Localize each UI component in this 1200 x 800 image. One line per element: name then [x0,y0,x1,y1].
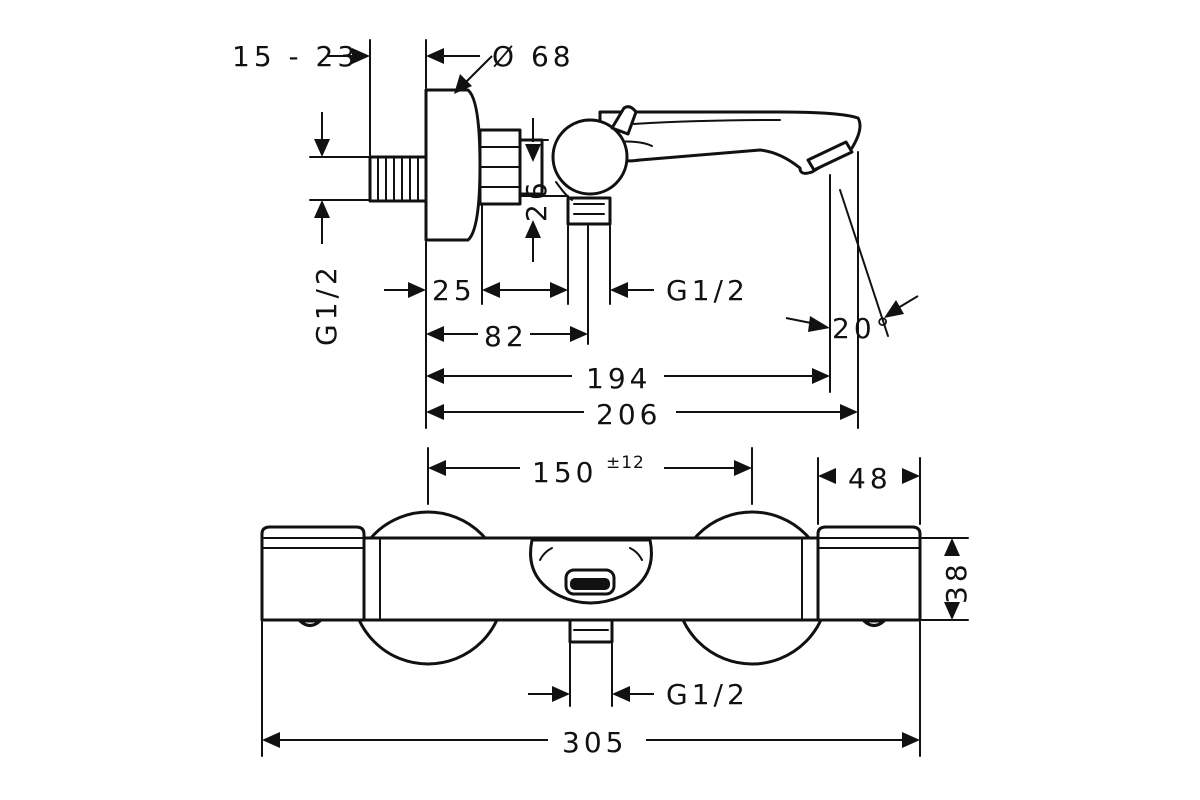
dim-26-label: 26 [520,178,553,222]
dim-38-label: 38 [940,560,973,604]
dim-outlet-thread-bottom-label: G1/2 [666,678,749,711]
dim-inlet-thread: G1/2 [310,112,343,346]
dim-82: 82 [426,320,588,353]
dim-15-23-label: 15 - 23 [232,40,359,73]
spout [598,110,862,175]
dim-48: 48 [818,462,920,495]
dim-outlet-thread-top-label: G1/2 [666,274,749,307]
dim-206: 206 [426,398,858,431]
dim-82-label: 82 [484,320,528,353]
front-view [260,447,969,757]
thermostat-knob [551,118,629,196]
wall-rosette [424,88,482,242]
dim-25: 25 [384,274,568,307]
dim-outlet-thread-top: G1/2 [610,274,749,307]
side-view [309,39,889,429]
dim-angle-label: 20° [832,312,894,345]
dim-150-label: 150 [532,456,597,489]
dim-outlet-thread-bottom: G1/2 [528,678,749,711]
dim-angle: 20° [785,295,919,345]
dim-25-label: 25 [432,274,476,307]
dim-26: 26 [520,118,553,262]
dim-48-label: 48 [848,462,892,495]
dim-194-label: 194 [586,362,651,395]
dim-inlet-thread-label: G1/2 [310,263,343,346]
dim-305: 305 [262,726,920,759]
outlet-nipple-side [566,196,612,226]
dim-15-23: 15 - 23 [232,40,370,73]
left-handle [260,525,366,622]
right-handle [816,525,922,622]
dim-diameter-label: Ø 68 [492,40,575,73]
aerator [806,140,854,172]
dim-206-label: 206 [596,398,661,431]
threaded-connector [368,155,428,203]
dim-38: 38 [940,538,973,620]
dim-150-tolerance: ±12 [606,453,645,473]
dim-194: 194 [426,362,830,395]
dim-150: 150 ±12 [428,453,752,489]
dim-diameter: Ø 68 [426,40,575,94]
dim-305-label: 305 [562,726,627,759]
